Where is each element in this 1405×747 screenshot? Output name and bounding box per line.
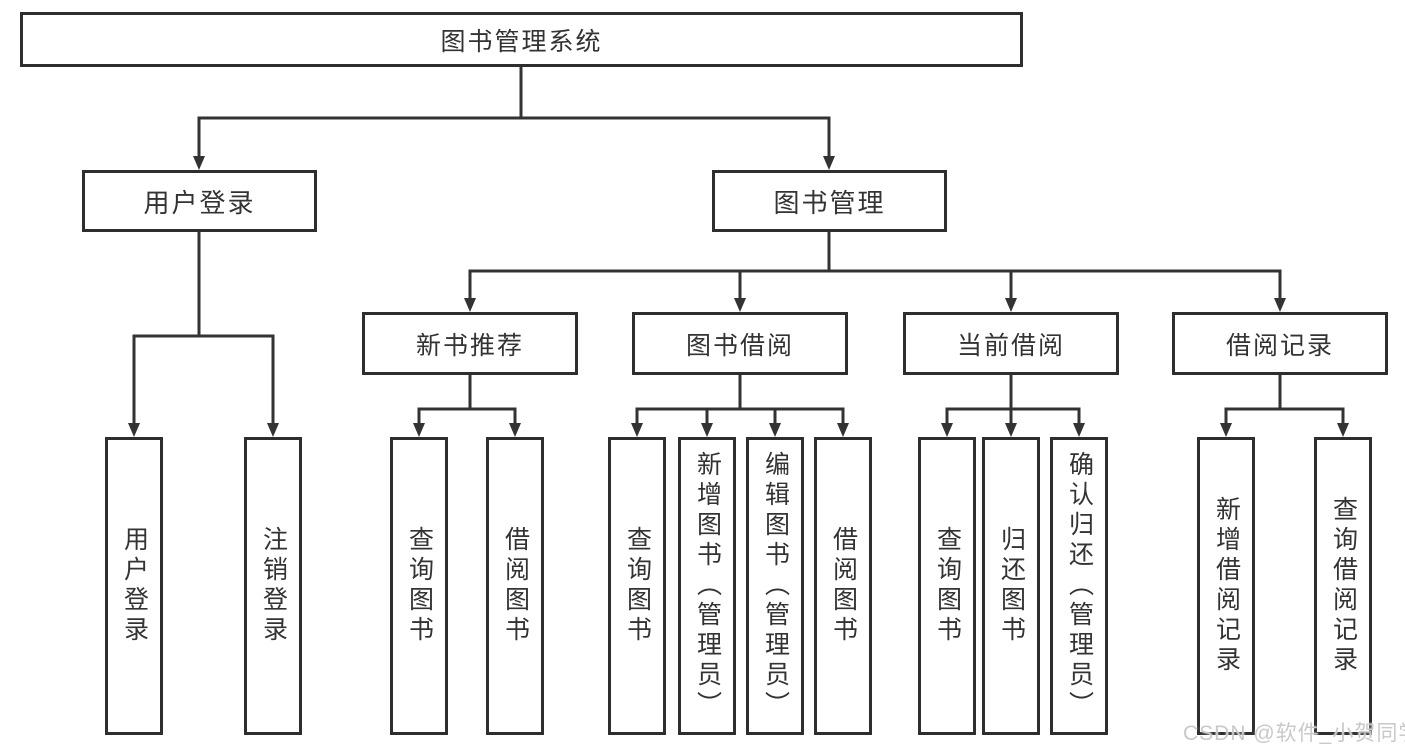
leaf-query-books-borrow: 查询图书 <box>608 437 666 735</box>
leaf-borrow-books-label: 借阅图书 <box>829 526 858 646</box>
leaf-user-login-label: 用户登录 <box>120 526 149 646</box>
leaf-return-books: 归还图书 <box>982 437 1040 735</box>
node-user-login-label: 用户登录 <box>143 187 256 218</box>
leaf-query-borrow-record-label: 查询借阅记录 <box>1329 496 1358 676</box>
leaf-user-login: 用户登录 <box>105 437 163 735</box>
node-book-borrow-label: 图书借阅 <box>685 331 794 360</box>
leaf-add-books-admin-label: 新增图书（管理员） <box>693 451 722 721</box>
node-current-borrow-label: 当前借阅 <box>956 331 1065 360</box>
leaf-borrow-books-recommend: 借阅图书 <box>486 437 544 735</box>
leaf-confirm-return-admin: 确认归还（管理员） <box>1050 437 1108 735</box>
leaf-add-books-admin: 新增图书（管理员） <box>678 437 736 735</box>
node-root: 图书管理系统 <box>20 12 1023 67</box>
node-borrow-record: 借阅记录 <box>1172 312 1388 375</box>
leaf-add-borrow-record-label: 新增借阅记录 <box>1212 496 1241 676</box>
leaf-query-books-recommend-label: 查询图书 <box>405 526 434 646</box>
node-root-label: 图书管理系统 <box>440 27 603 56</box>
leaf-query-books-borrow-label: 查询图书 <box>623 526 652 646</box>
leaf-return-books-label: 归还图书 <box>997 526 1026 646</box>
node-book-borrow: 图书借阅 <box>632 312 848 375</box>
node-borrow-record-label: 借阅记录 <box>1225 331 1334 360</box>
leaf-query-books-current-label: 查询图书 <box>933 526 962 646</box>
leaf-borrow-books: 借阅图书 <box>814 437 872 735</box>
node-new-book-recommend-label: 新书推荐 <box>415 331 524 360</box>
leaf-borrow-books-recommend-label: 借阅图书 <box>501 526 530 646</box>
leaf-add-borrow-record: 新增借阅记录 <box>1197 437 1255 735</box>
node-book-management: 图书管理 <box>712 170 947 232</box>
leaf-logout-login: 注销登录 <box>244 437 302 735</box>
node-new-book-recommend: 新书推荐 <box>362 312 578 375</box>
leaf-edit-books-admin: 编辑图书（管理员） <box>746 437 804 735</box>
node-current-borrow: 当前借阅 <box>903 312 1119 375</box>
leaf-confirm-return-admin-label: 确认归还（管理员） <box>1065 451 1094 721</box>
leaf-query-books-recommend: 查询图书 <box>390 437 448 735</box>
node-user-login: 用户登录 <box>82 170 317 232</box>
leaf-query-books-current: 查询图书 <box>918 437 976 735</box>
leaf-edit-books-admin-label: 编辑图书（管理员） <box>761 451 790 721</box>
node-book-management-label: 图书管理 <box>773 187 886 218</box>
leaf-logout-login-label: 注销登录 <box>259 526 288 646</box>
watermark: CSDN @软件_小贺同学 <box>1183 722 1405 745</box>
connector-paths <box>132 67 1345 425</box>
leaf-query-borrow-record: 查询借阅记录 <box>1314 437 1372 735</box>
